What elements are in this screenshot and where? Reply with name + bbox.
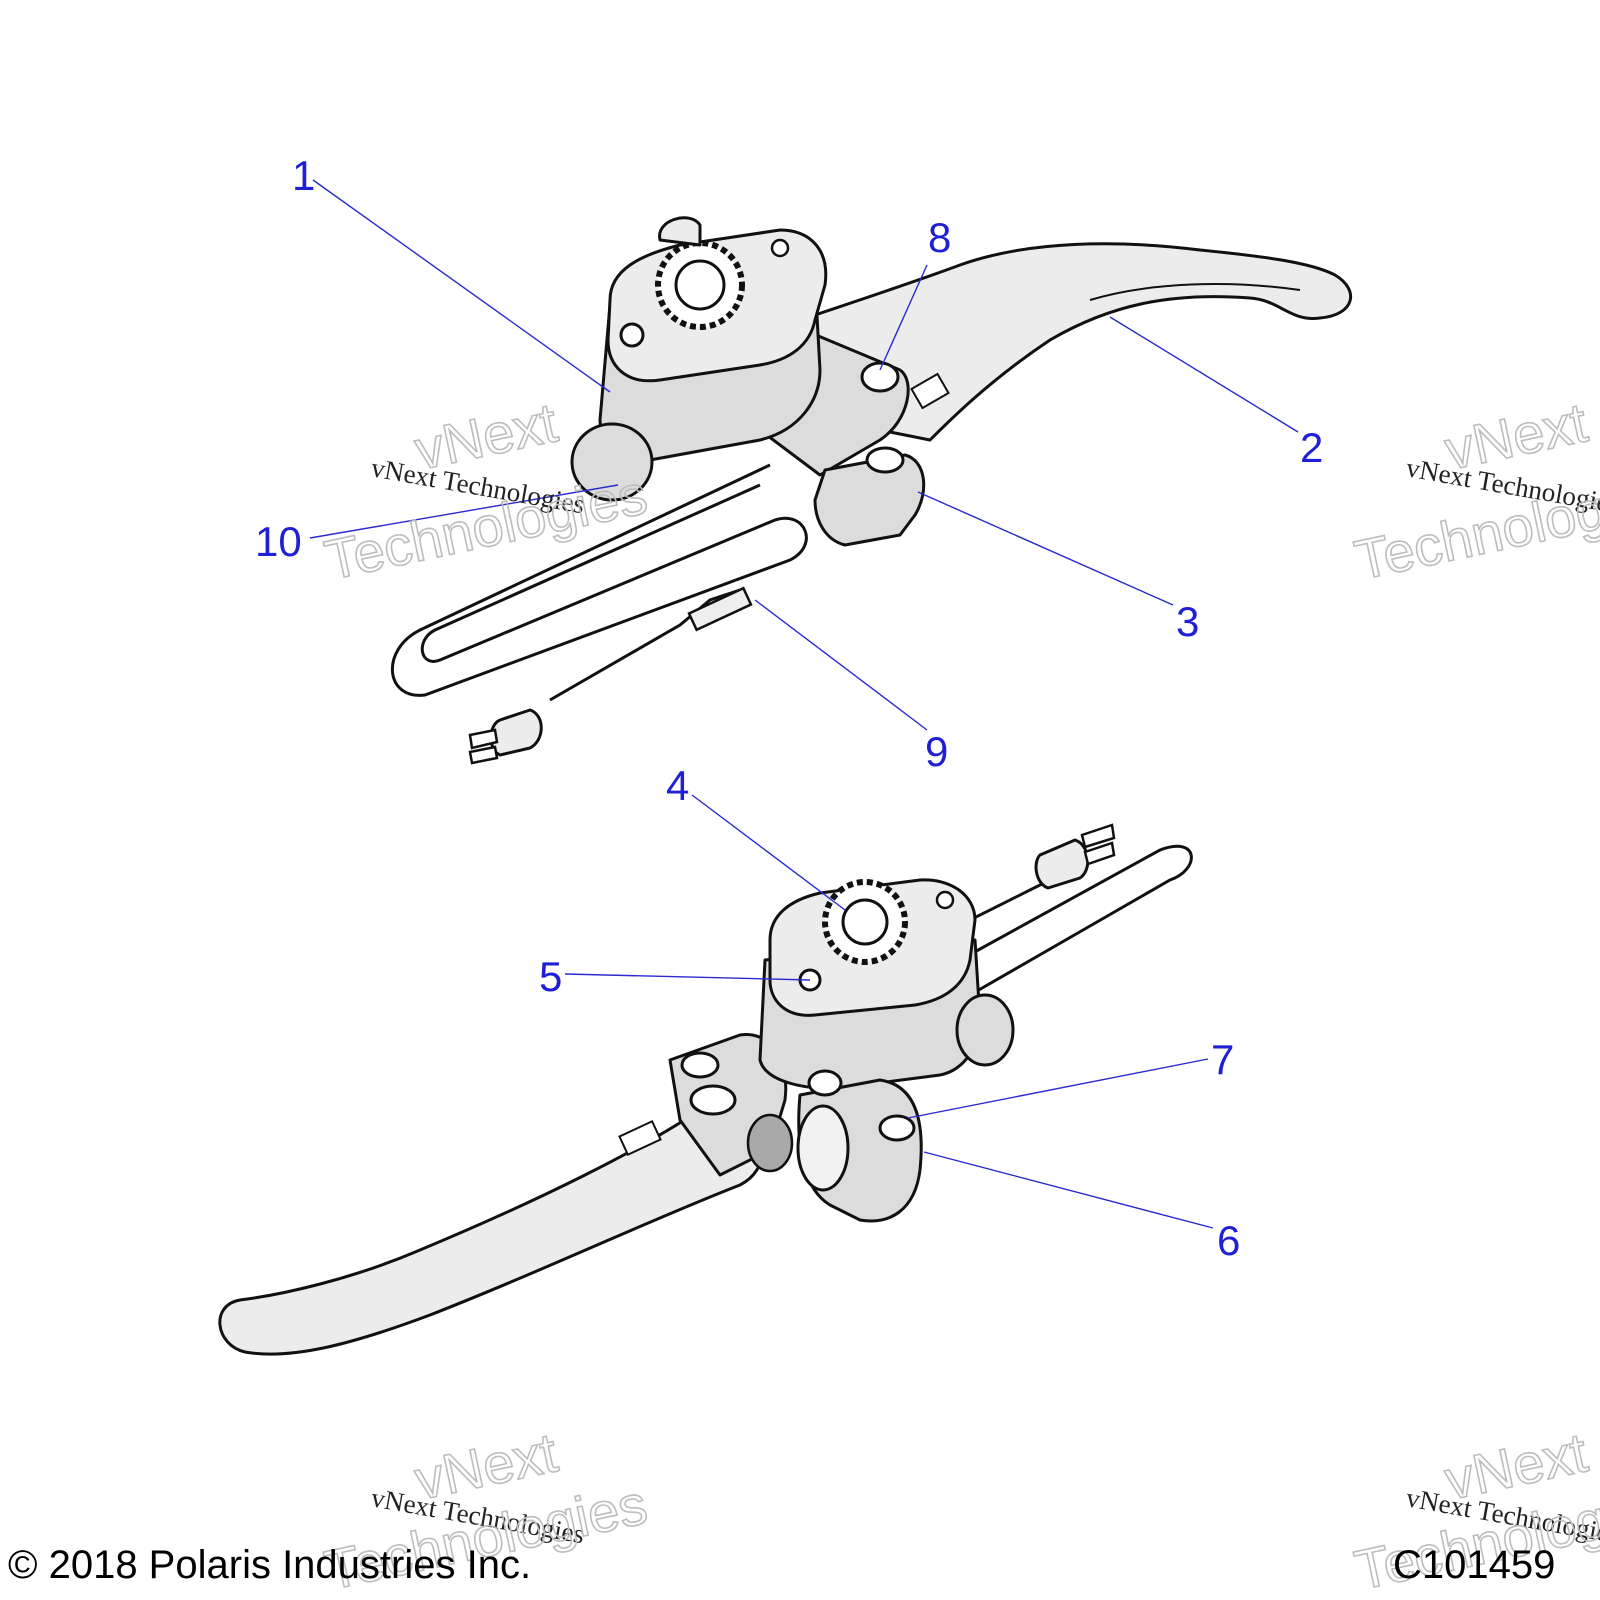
upper-switch-sleeve xyxy=(687,586,753,632)
lower-cap-center xyxy=(841,898,889,946)
upper-connector xyxy=(489,708,543,757)
upper-pivot-bolt xyxy=(860,361,900,393)
callout-1: 1 xyxy=(292,152,315,199)
leader-3 xyxy=(917,491,1174,606)
upper-switch-wire-outline xyxy=(391,463,808,697)
upper-clamp xyxy=(813,453,926,547)
callout-4: 4 xyxy=(666,762,689,809)
upper-rear-screw xyxy=(770,238,790,258)
lower-switch-wire-outline xyxy=(959,844,1193,997)
lower-clamp-bore xyxy=(796,1104,850,1192)
upper-lever-label-plate xyxy=(910,372,950,410)
callout-3: 3 xyxy=(1176,598,1199,645)
callout-2: 2 xyxy=(1300,424,1323,471)
lower-pivot-bolt-top xyxy=(680,1051,720,1079)
upper-cap-center xyxy=(674,259,726,311)
callout-9: 9 xyxy=(925,728,948,775)
leader-7 xyxy=(907,1058,1209,1119)
leader-9 xyxy=(754,599,928,731)
upper-cover-screw xyxy=(619,322,645,348)
upper-clamp-bolt xyxy=(865,446,905,474)
callout-numbers: 1 2 3 4 5 6 7 8 9 10 xyxy=(255,152,1323,1264)
lower-connector-pins xyxy=(1080,823,1116,866)
callout-7: 7 xyxy=(1211,1036,1234,1083)
upper-lever-highlight xyxy=(1089,283,1301,301)
leader-6 xyxy=(923,1151,1214,1229)
leader-1 xyxy=(312,179,611,393)
leader-4 xyxy=(691,794,846,911)
footer-diagram-code: C101459 xyxy=(1393,1543,1555,1587)
watermark-big-line1: vNext xyxy=(409,390,563,481)
lower-connector xyxy=(1034,838,1090,890)
leader-5 xyxy=(564,973,811,981)
lower-rear-screw xyxy=(935,890,955,910)
lower-master-cylinder-assembly xyxy=(218,823,1193,1356)
watermark-upper-right: vNext Technologies vNext Technologies xyxy=(1349,389,1600,592)
callout-10: 10 xyxy=(255,518,302,565)
upper-top-bump xyxy=(658,216,702,247)
lower-pivot-bolt-front xyxy=(689,1084,737,1116)
lower-lever xyxy=(218,1108,765,1356)
callout-5: 5 xyxy=(539,953,562,1000)
upper-connector-pins xyxy=(468,728,499,765)
callout-6: 6 xyxy=(1217,1217,1240,1264)
lower-top-clamp-bump xyxy=(807,1069,843,1097)
lower-clamp-bolt xyxy=(878,1114,916,1142)
upper-outlet-boss xyxy=(570,422,654,502)
callout-8: 8 xyxy=(928,214,951,261)
leader-2 xyxy=(1109,316,1299,433)
watermark-big-line1: vNext xyxy=(1439,390,1593,481)
leader-10 xyxy=(309,484,619,539)
footer-copyright: © 2018 Polaris Industries Inc. xyxy=(8,1543,531,1587)
lower-lever-boss xyxy=(746,1113,794,1173)
upper-master-cylinder-assembly xyxy=(391,216,1353,765)
leader-lines xyxy=(309,179,1299,1229)
lower-outlet-boss xyxy=(955,993,1015,1067)
leader-8 xyxy=(879,264,928,371)
lower-lever-label-plate xyxy=(618,1120,662,1156)
